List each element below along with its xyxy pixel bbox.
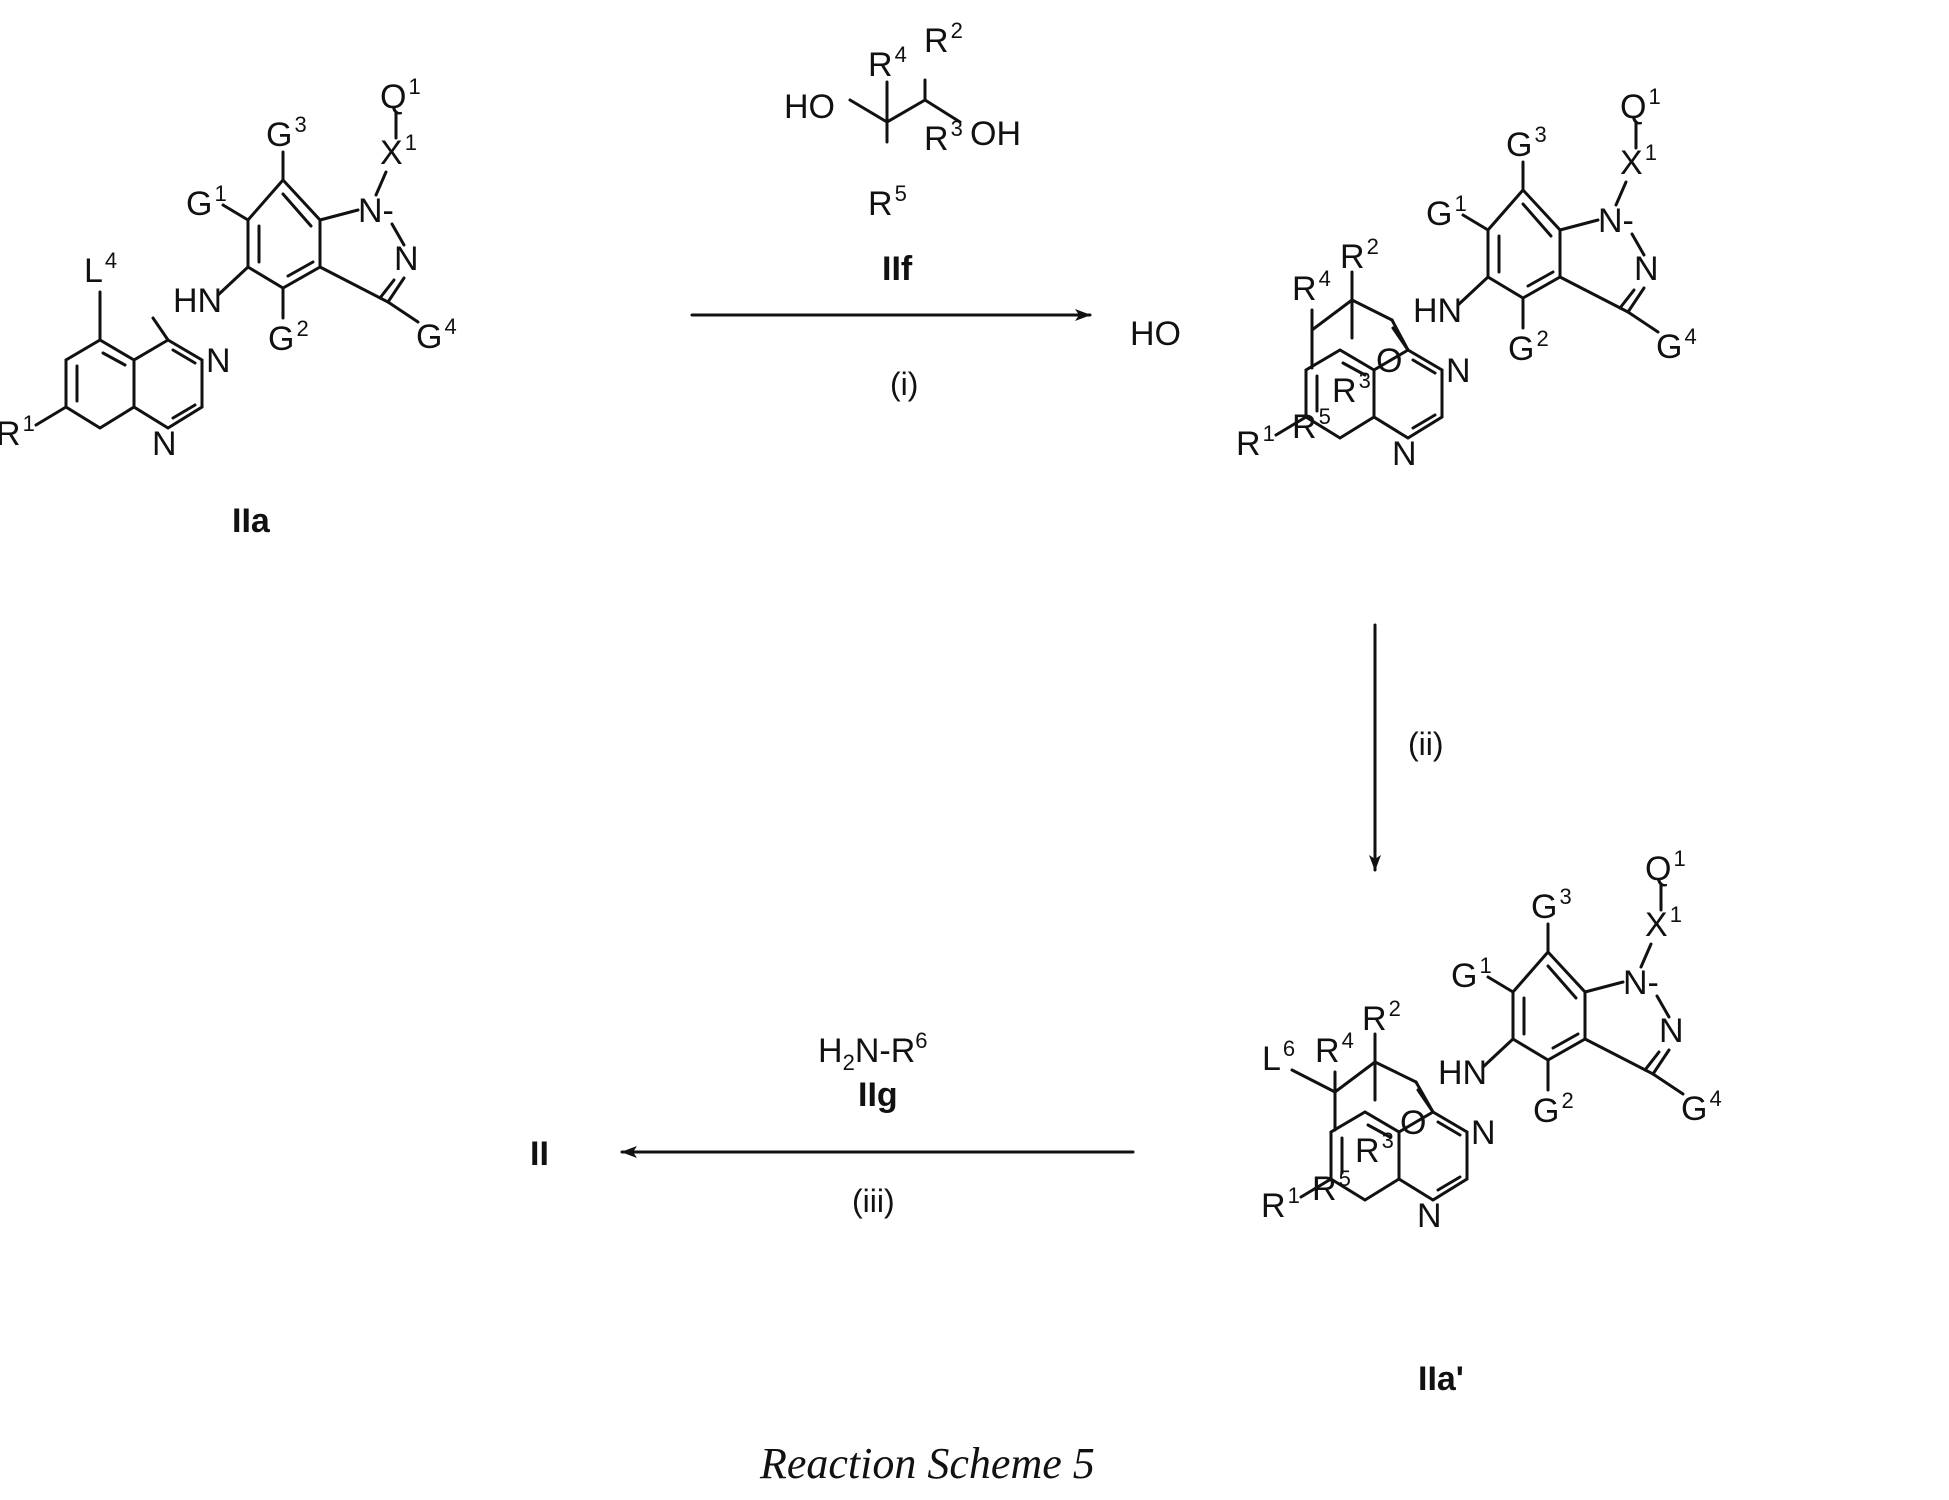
atom-label-oh: OH: [970, 115, 1021, 153]
atom-label-r2: R2: [924, 18, 963, 60]
atom-label-ho: HO: [784, 88, 835, 126]
structure-IIa-prime: O L6 R4 R2 R3 R5 IIa': [1261, 846, 1722, 1398]
compound-label-IIg: IIg: [858, 1076, 898, 1114]
step-label-iii: (iii): [852, 1183, 895, 1219]
atom-label-ho2: HO: [1130, 315, 1181, 353]
compound-label-IIa-prime: IIa': [1418, 1360, 1464, 1398]
atom-label-r5c: R5: [1312, 1166, 1351, 1208]
structure-intermediate: O HO R4 R2 R3 R5: [1130, 84, 1697, 473]
arrow-step-ii: (ii): [1375, 625, 1444, 870]
atom-label-o2: O: [1400, 1104, 1426, 1142]
scheme-caption: Reaction Scheme 5: [759, 1439, 1095, 1488]
compound-label-II: II: [530, 1135, 549, 1173]
atom-label-r3: R3: [924, 116, 963, 158]
atom-label-r2c: R2: [1362, 996, 1401, 1038]
atom-label-r4: R4: [868, 42, 907, 84]
arrow-step-iii: H2N-R6 IIg (iii): [622, 1028, 1133, 1219]
atom-label-r5: R5: [868, 181, 907, 223]
atom-label-r4b: R4: [1292, 266, 1331, 308]
compound-label-IIa: IIa: [232, 502, 271, 540]
reagent-H2N-R6: H2N-R6: [818, 1028, 928, 1075]
atom-label-l6: L6: [1262, 1036, 1295, 1078]
structure-IIa: L4 IIa: [0, 74, 457, 540]
atom-label-r2b: R2: [1340, 234, 1379, 276]
compound-label-IIf: IIf: [882, 250, 913, 288]
reagent-IIf: HO R4 R2 R3 OH R5 IIf: [784, 18, 1021, 288]
atom-label-l4: L4: [84, 248, 117, 290]
atom-label-o: O: [1376, 342, 1402, 380]
atom-label-r3c: R3: [1355, 1128, 1394, 1170]
step-label-i: (i): [890, 366, 918, 402]
step-label-ii: (ii): [1408, 726, 1444, 762]
atom-label-r4c: R4: [1315, 1028, 1354, 1070]
atom-label-r3b: R3: [1332, 368, 1371, 410]
arrow-step-i: (i): [692, 315, 1090, 402]
atom-label-r5b: R5: [1292, 404, 1331, 446]
